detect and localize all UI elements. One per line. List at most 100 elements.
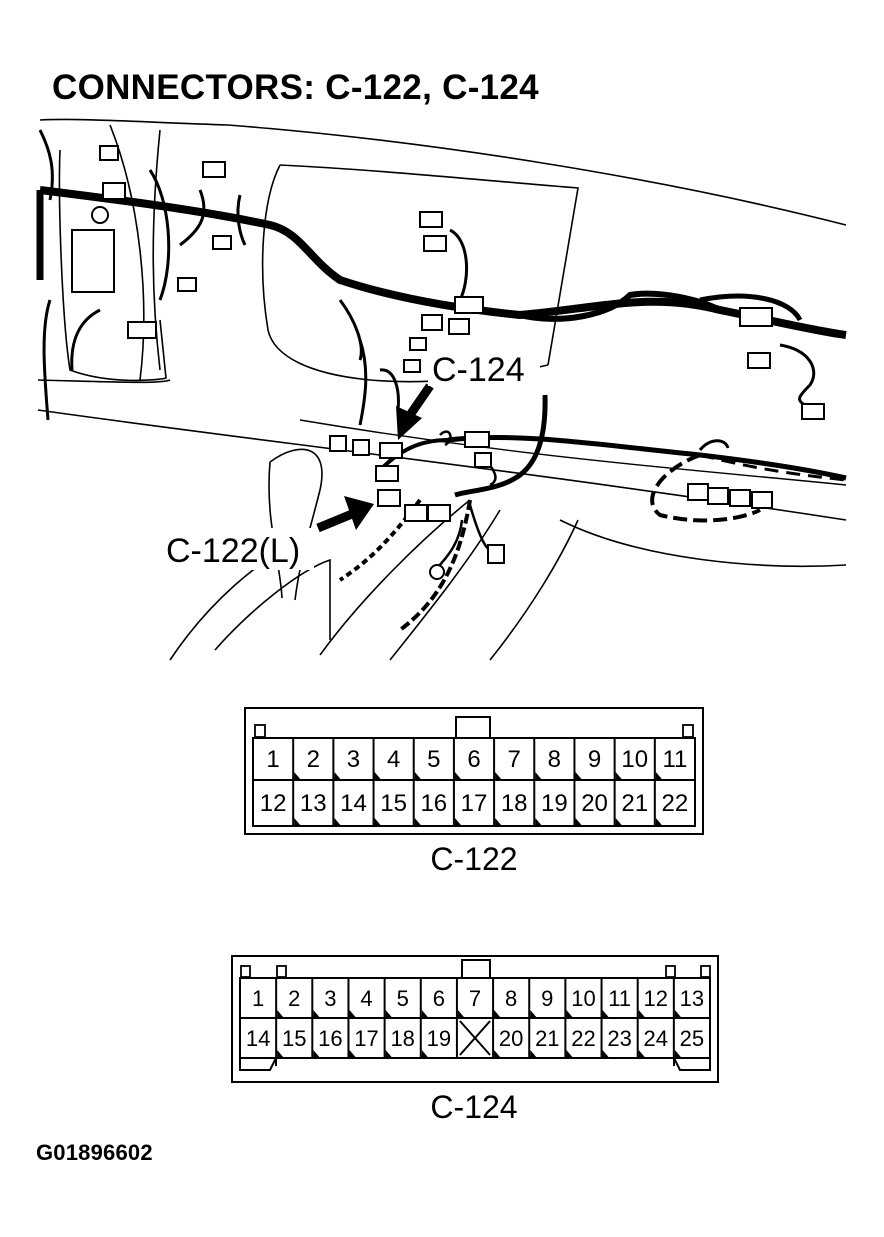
c122-terminal-notch <box>495 772 502 779</box>
c124-terminal-notch <box>494 1050 501 1057</box>
c124-pin-number: 3 <box>324 986 336 1011</box>
c124-terminal-notch <box>530 1050 537 1057</box>
c122-pin-number: 16 <box>420 790 447 817</box>
c124-pin-number: 15 <box>282 1026 306 1051</box>
c124-pin-number: 7 <box>469 986 481 1011</box>
c122-terminal-notch <box>414 818 421 825</box>
c124-pin-number: 19 <box>427 1026 451 1051</box>
c124-pin-number: 4 <box>360 986 372 1011</box>
c124-terminal-notch <box>421 1010 428 1017</box>
c124-terminal-notch <box>602 1010 609 1017</box>
c122-callout-label: C-122(L) <box>166 532 300 570</box>
c122-terminal-notch <box>374 818 381 825</box>
c124-pin-number: 1 <box>252 986 264 1011</box>
c122-pin-number: 7 <box>508 746 521 773</box>
c124-pin-number: 11 <box>608 986 631 1011</box>
c122-terminal-notch <box>575 818 582 825</box>
c124-pin-number: 13 <box>680 986 704 1011</box>
c124-connector-name: C-124 <box>430 1089 517 1125</box>
c122-terminal-notch <box>454 772 461 779</box>
c124-blank-cavity <box>459 1020 491 1056</box>
c124-pin-number: 14 <box>246 1026 270 1051</box>
c122-terminal-notch <box>294 772 301 779</box>
c122-pin-number: 1 <box>266 746 279 773</box>
c122-pin-number: 13 <box>300 790 327 817</box>
c122-pin-number: 8 <box>548 746 561 773</box>
c124-terminal-notch <box>530 1010 537 1017</box>
c122-terminal-notch <box>334 818 341 825</box>
c124-terminal-notch <box>313 1010 320 1017</box>
c122-terminal-notch <box>575 772 582 779</box>
c124-terminal-notch <box>566 1010 573 1017</box>
c122-terminal-notch <box>374 772 381 779</box>
c124-pin-number: 18 <box>390 1026 414 1051</box>
c124-pin-number: 25 <box>680 1026 704 1051</box>
c122-pin-number: 10 <box>621 746 648 773</box>
c122-terminal-notch <box>615 818 622 825</box>
c124-pin-number: 10 <box>571 986 595 1011</box>
c124-pin-number: 23 <box>607 1026 631 1051</box>
c124-pin-number: 16 <box>318 1026 342 1051</box>
c122-pin-number: 3 <box>347 746 360 773</box>
c122-arrow <box>316 496 374 533</box>
c124-pin-number: 9 <box>541 986 553 1011</box>
c124-pin-number: 6 <box>433 986 445 1011</box>
c122-terminal-notch <box>495 818 502 825</box>
c122-terminal-notch <box>414 772 421 779</box>
c124-terminal-notch <box>494 1010 501 1017</box>
c124-terminal-notch <box>566 1050 573 1057</box>
c124-terminal-notch <box>674 1010 681 1017</box>
c124-pin-number: 20 <box>499 1026 523 1051</box>
c124-arrow <box>396 383 434 440</box>
c122-connector-name: C-122 <box>430 841 517 877</box>
c124-terminal-notch <box>313 1050 320 1057</box>
c124-terminal-notch <box>638 1010 645 1017</box>
c122-pin-number: 6 <box>467 746 480 773</box>
c122-pin-number: 21 <box>621 790 648 817</box>
c124-terminal-notch <box>349 1050 356 1057</box>
c124-callout-label: C-124 <box>432 351 525 389</box>
c122-pin-number: 11 <box>662 746 687 773</box>
c122-terminal-notch <box>334 772 341 779</box>
c124-terminal-notch <box>674 1050 681 1057</box>
c122-terminal-notch <box>615 772 622 779</box>
c124-terminal-notch <box>602 1050 609 1057</box>
c124-pin-number: 8 <box>505 986 517 1011</box>
c124-pin-number: 21 <box>535 1026 559 1051</box>
figure-id: G01896602 <box>36 1140 153 1165</box>
c122-pin-number: 18 <box>501 790 528 817</box>
c124-terminal-notch <box>457 1010 464 1017</box>
c124-terminal-notch <box>385 1010 392 1017</box>
c124-pin-number: 22 <box>571 1026 595 1051</box>
c124-terminal-notch <box>277 1010 284 1017</box>
c122-pin-number: 22 <box>662 790 689 817</box>
c122-pin-number: 17 <box>461 790 488 817</box>
c122-pin-number: 19 <box>541 790 568 817</box>
c122-pin-number: 9 <box>588 746 601 773</box>
page-title: CONNECTORS: C-122, C-124 <box>52 68 539 107</box>
c122-terminal-notch <box>535 772 542 779</box>
c124-terminal-notch <box>277 1050 284 1057</box>
c122-pin-number: 5 <box>427 746 440 773</box>
c122-terminal-notch <box>655 772 662 779</box>
c122-pin-number: 15 <box>380 790 407 817</box>
c122-pin-number: 14 <box>340 790 367 817</box>
c124-terminal-notch <box>385 1050 392 1057</box>
c124-pin-number: 2 <box>288 986 300 1011</box>
c122-pin-number: 12 <box>260 790 287 817</box>
harness-connectors <box>71 145 825 580</box>
c122-terminal-notch <box>454 818 461 825</box>
c124-pin-number: 12 <box>644 986 668 1011</box>
c122-pin-number: 20 <box>581 790 608 817</box>
c122-terminal-notch <box>535 818 542 825</box>
dashboard-illustration <box>36 118 847 661</box>
c122-pin-number: 4 <box>387 746 400 773</box>
c124-terminal-notch <box>349 1010 356 1017</box>
c122-terminal-notch <box>294 818 301 825</box>
c124-terminal-notch <box>421 1050 428 1057</box>
c124-pin-number: 17 <box>354 1026 378 1051</box>
c122-terminal-notch <box>655 818 662 825</box>
